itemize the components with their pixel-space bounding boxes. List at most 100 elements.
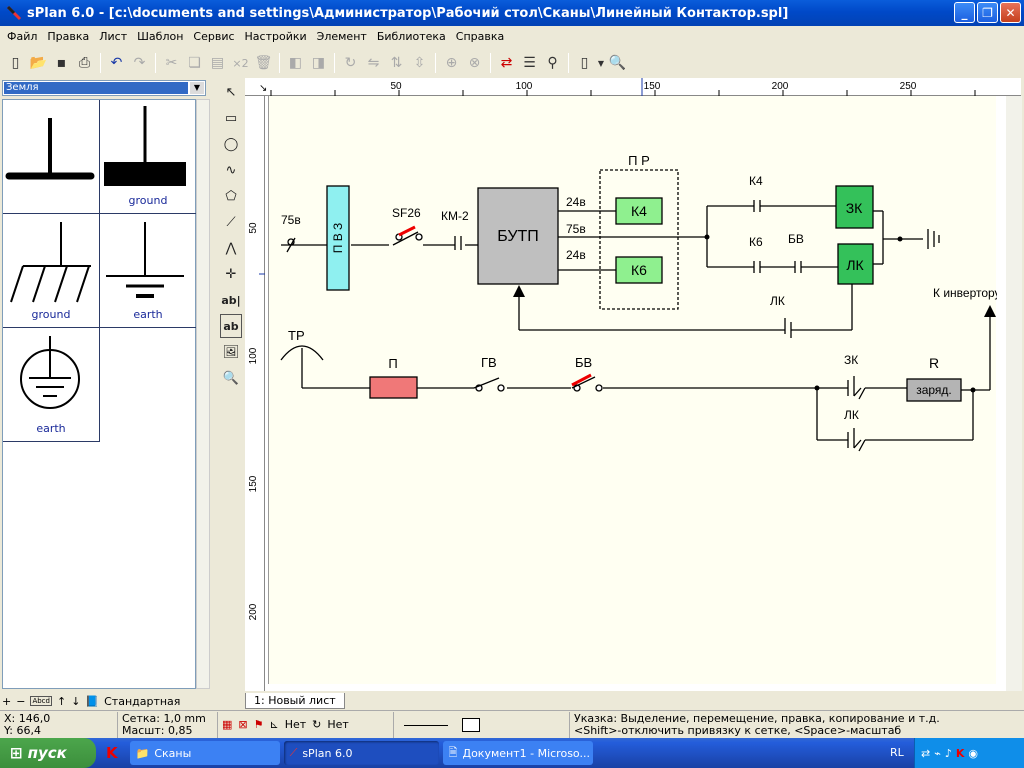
polyline-tool-icon[interactable]: ⋀: [225, 240, 237, 256]
flip-v-icon[interactable]: ⇅: [390, 55, 403, 71]
line-tool-icon[interactable]: ⟋: [226, 214, 236, 230]
kaspersky-tray-icon[interactable]: K: [955, 746, 965, 760]
pointer-tool-icon[interactable]: ↖: [225, 84, 237, 100]
binoculars-icon[interactable]: ⚲: [547, 55, 558, 71]
redo-icon[interactable]: ↷: [133, 55, 146, 71]
ungroup-icon[interactable]: ⊗: [468, 55, 481, 71]
save-icon[interactable]: ▪: [56, 55, 67, 71]
volume-icon[interactable]: ♪: [944, 746, 952, 760]
new-file-icon[interactable]: ▯: [11, 55, 20, 71]
add-icon[interactable]: +: [2, 694, 12, 708]
task-scans[interactable]: 📁 Сканы: [129, 741, 280, 765]
label-k4-coil: К4: [631, 203, 647, 219]
library-item-ground-1[interactable]: [3, 100, 100, 214]
library-select[interactable]: Земля ▼: [2, 80, 206, 96]
menu-edit[interactable]: Правка: [47, 29, 90, 43]
angle-value[interactable]: Нет: [284, 718, 307, 731]
vruler-tick-200: 200: [248, 603, 259, 620]
junction-tool-icon[interactable]: ✛: [225, 266, 237, 282]
network-icon[interactable]: ⇄: [921, 746, 931, 760]
remove-icon[interactable]: −: [16, 694, 26, 708]
language-indicator[interactable]: RL: [890, 746, 904, 759]
menu-help[interactable]: Справка: [455, 29, 505, 43]
rename-icon[interactable]: Abcd: [30, 696, 52, 706]
label-km2: КМ-2: [441, 209, 469, 223]
magnet-icon[interactable]: ⚑: [253, 718, 264, 731]
chevron-down-icon[interactable]: ▼: [190, 82, 204, 94]
library-item-ground-2[interactable]: ground: [100, 100, 197, 214]
library-item-earth-1[interactable]: earth: [100, 214, 197, 328]
usb-icon[interactable]: ⌁: [934, 746, 941, 760]
menu-library[interactable]: Библиотека: [376, 29, 446, 43]
task-splan[interactable]: ⟋ sPlan 6.0: [283, 741, 439, 765]
undo-icon[interactable]: ↶: [110, 55, 123, 71]
library-item-label: earth: [133, 308, 163, 321]
text-tool-icon[interactable]: ab|: [221, 293, 241, 307]
bezier-tool-icon[interactable]: ∿: [225, 162, 237, 178]
image-tool-icon[interactable]: 🖼: [222, 344, 240, 360]
menu-file[interactable]: Файл: [7, 29, 38, 43]
rectangle-tool-icon[interactable]: ▭: [224, 110, 238, 126]
snap-off-icon[interactable]: ⊠: [238, 718, 248, 731]
dropdown-arrow-icon[interactable]: ▼: [597, 58, 605, 68]
drawing-sheet[interactable]: 75в П В З SF26 КМ-2 БУТП 24в 75в 24в П Р…: [268, 96, 997, 684]
rotate-value[interactable]: Нет: [327, 718, 349, 731]
delete-icon[interactable]: 🗑: [254, 55, 273, 71]
angle-icon[interactable]: ⊾: [269, 718, 279, 731]
close-button[interactable]: ✕: [1000, 2, 1021, 23]
numbering-icon[interactable]: ⇄: [500, 55, 513, 71]
menu-template[interactable]: Шаблон: [137, 29, 184, 43]
partlist-icon[interactable]: ☰: [523, 55, 536, 71]
line-style-icon[interactable]: [404, 724, 448, 726]
minimize-button[interactable]: _: [954, 2, 975, 23]
library-name[interactable]: Стандартная: [104, 694, 181, 708]
print-icon[interactable]: ⎙: [78, 55, 91, 71]
send-back-icon[interactable]: ◨: [311, 55, 326, 71]
paste-icon[interactable]: ▤: [210, 55, 225, 71]
restore-button[interactable]: ❐: [977, 2, 998, 23]
group-icon[interactable]: ⊕: [445, 55, 458, 71]
cut-icon[interactable]: ✂: [165, 55, 178, 71]
rotate-angle-icon[interactable]: ↻: [312, 718, 322, 731]
menu-settings[interactable]: Настройки: [244, 29, 307, 43]
tab-sheet-1[interactable]: 1: Новый лист: [245, 693, 345, 709]
start-button[interactable]: ⊞ пуск: [0, 738, 96, 768]
zoom-icon[interactable]: 🔍: [608, 55, 627, 71]
menu-sheet[interactable]: Лист: [99, 29, 128, 43]
status-grid: Сетка: 1,0 mm: [122, 712, 206, 725]
grid-snap-icon[interactable]: ▦: [222, 718, 233, 731]
bring-front-icon[interactable]: ◧: [288, 55, 303, 71]
flip-h-icon[interactable]: ⇋: [367, 55, 380, 71]
library-item-ground-3[interactable]: ground: [3, 214, 100, 328]
page-icon[interactable]: ▯: [580, 55, 589, 71]
ellipse-tool-icon[interactable]: ◯: [223, 136, 239, 152]
drawing-area[interactable]: 75в П В З SF26 КМ-2 БУТП 24в 75в 24в П Р…: [265, 96, 1021, 691]
library-item-earth-2[interactable]: earth: [3, 328, 100, 442]
zoom-tool-icon[interactable]: 🔍: [222, 370, 240, 386]
open-folder-icon[interactable]: 📂: [29, 55, 48, 71]
label-zk-coil: ЗК: [846, 200, 863, 216]
task-label: Документ1 - Microso...: [462, 746, 590, 760]
polygon-tool-icon[interactable]: ⬠: [225, 188, 237, 204]
fill-style-icon[interactable]: [462, 718, 480, 732]
library-item-label: earth: [36, 422, 66, 435]
textframe-tool-icon[interactable]: ab: [220, 314, 242, 338]
canvas-vertical-scrollbar[interactable]: [1006, 96, 1022, 691]
library-grid: ground ground earth: [2, 99, 197, 689]
move-down-icon[interactable]: ↓: [71, 694, 81, 708]
rotate-icon[interactable]: ↻: [344, 55, 357, 71]
vruler-tick-50: 50: [248, 222, 259, 234]
align-icon[interactable]: ⇳: [413, 55, 426, 71]
menu-element[interactable]: Элемент: [316, 29, 367, 43]
move-up-icon[interactable]: ↑: [56, 694, 67, 708]
mirror-icon[interactable]: ×2: [229, 52, 252, 75]
kaspersky-icon[interactable]: K: [106, 744, 118, 762]
camera-icon[interactable]: ◉: [968, 746, 979, 760]
label-butp: БУТП: [497, 228, 539, 245]
copy-icon[interactable]: ❏: [188, 55, 201, 71]
menu-service[interactable]: Сервис: [193, 29, 235, 43]
library-scrollbar[interactable]: [196, 99, 210, 689]
label-bv: БВ: [575, 355, 592, 370]
task-word[interactable]: 🗎 Документ1 - Microso...: [442, 741, 593, 765]
toolbar: ▯ 📂 ▪ ⎙ ↶ ↷ ✂ ❏ ▤ ×2 🗑 ◧ ◨ ↻ ⇋ ⇅ ⇳ ⊕ ⊗ ⇄…: [0, 48, 1024, 78]
